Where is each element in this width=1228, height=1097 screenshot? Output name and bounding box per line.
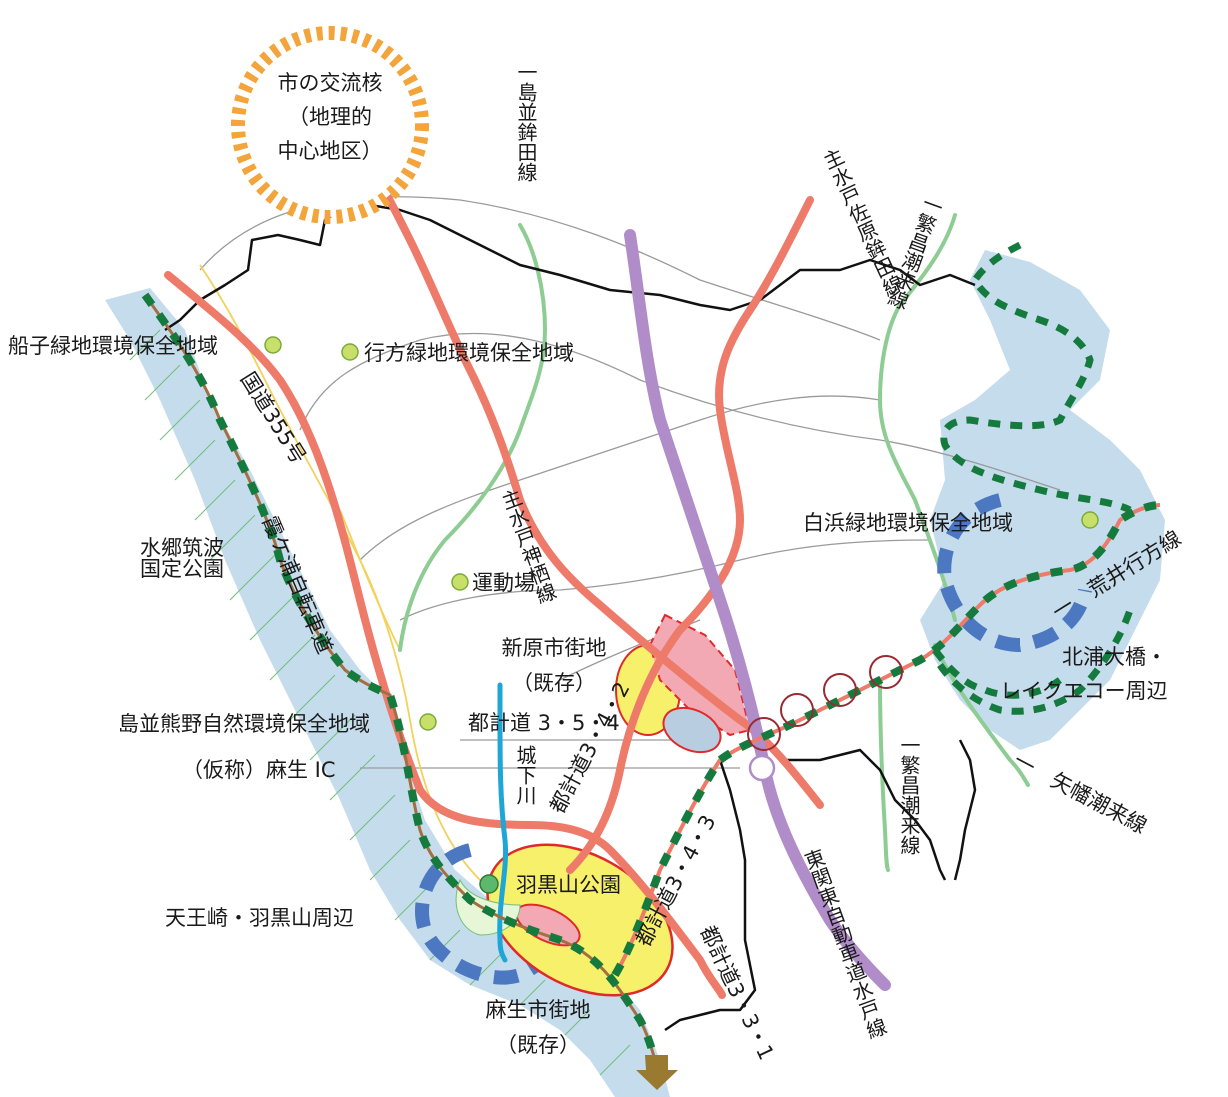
node-circle xyxy=(780,693,814,727)
label-aso-ic: （仮称）麻生 IC xyxy=(182,758,336,782)
lake-kasumigaura xyxy=(105,288,670,1097)
boundary-lines xyxy=(164,203,977,1032)
route-355 xyxy=(164,271,726,999)
undoujou-marker xyxy=(451,573,469,591)
label-shitakawa: 城下川 xyxy=(513,745,537,805)
core-label-line1: 市の交流核 xyxy=(278,71,383,95)
node-circle xyxy=(748,754,776,782)
aso-town-label-line1: 麻生市街地 xyxy=(486,998,591,1022)
city-core-ring xyxy=(231,26,429,224)
road-shimanami-hokota xyxy=(398,223,548,652)
shirohama-marker xyxy=(1081,511,1099,529)
core-label-line2: （地理的 xyxy=(288,105,372,129)
funako-marker xyxy=(264,336,282,354)
river-shitakawa xyxy=(497,682,509,963)
road-hanma-itako xyxy=(877,213,957,622)
suigo-label-line2: 国定公園 xyxy=(140,557,224,581)
core-label-line3: 中心地区） xyxy=(278,139,383,163)
label-yahata: 一 矢幡潮来線 xyxy=(1010,748,1151,838)
site-markers xyxy=(264,336,1099,894)
label-undoujou: 運動場 xyxy=(472,571,535,595)
label-shirohama: 白浜緑地環境保全地域 xyxy=(803,511,1013,535)
label-tosikei-331: 都計道3・3・1 xyxy=(695,922,778,1064)
label-tosikei-354: 都計道 3・5・4 xyxy=(468,711,620,735)
kitaura-label-line2: レイクエコー周辺 xyxy=(1000,679,1168,703)
shimanami-kumano-marker xyxy=(419,713,437,731)
label-higashi-kanto: 東関東自動車道水戸線 xyxy=(799,846,890,1043)
label-namekata: 行方緑地環境保全地域 xyxy=(364,341,574,365)
greenways xyxy=(141,241,1161,1062)
node-circle xyxy=(869,655,903,689)
suigo-label: 水郷筑波 国定公園 xyxy=(140,536,224,581)
road-hanma-itako-south xyxy=(878,678,890,872)
niihara-label-line2: （既存） xyxy=(512,671,596,695)
kitaura-label-line1: 北浦大橋・ xyxy=(1062,645,1167,669)
expressway-higashi-kanto xyxy=(624,229,891,991)
label-hagurosan: 羽黒山公園 xyxy=(516,873,621,897)
kitaura-zone xyxy=(937,493,1092,653)
node-circle xyxy=(823,673,857,707)
namekata-marker xyxy=(341,343,359,361)
core-label: 市の交流核 （地理的 中心地区） xyxy=(278,71,383,163)
label-tennozaki: 天王崎・羽黒山周辺 xyxy=(165,906,354,930)
niihara-blue-zone xyxy=(662,706,722,754)
label-funako: 船子緑地環境保全地域 xyxy=(8,334,218,358)
water-layer xyxy=(105,250,1165,1097)
road-mito-sawara-hokota xyxy=(566,196,814,874)
arrow-down-icon xyxy=(636,1055,678,1090)
suigo-label-line1: 水郷筑波 xyxy=(140,536,224,560)
hagurosan-marker xyxy=(479,874,499,894)
label-shimanami-hokota: 一島並鉾田線 xyxy=(514,62,538,182)
label-shimanami-kumano: 島並熊野自然環境保全地域 xyxy=(118,712,370,736)
aso-town-label: 麻生市街地 （既存） xyxy=(486,998,591,1057)
main-roads xyxy=(164,126,824,999)
label-hanma-itako-2: 一繁昌潮来線 xyxy=(897,735,921,855)
kitaura-label: 北浦大橋・ レイクエコー周辺 xyxy=(1000,645,1168,703)
node-circles xyxy=(747,655,903,782)
shore-hatch xyxy=(129,329,631,1076)
lake-kitaura xyxy=(920,250,1165,750)
niihara-label-line1: 新原市街地 xyxy=(502,636,607,660)
aso-town-label-line2: （既存） xyxy=(496,1033,580,1057)
road-mito-kamisu xyxy=(341,126,824,809)
node-circle xyxy=(747,717,781,751)
niihara-label: 新原市街地 （既存） xyxy=(502,636,607,695)
